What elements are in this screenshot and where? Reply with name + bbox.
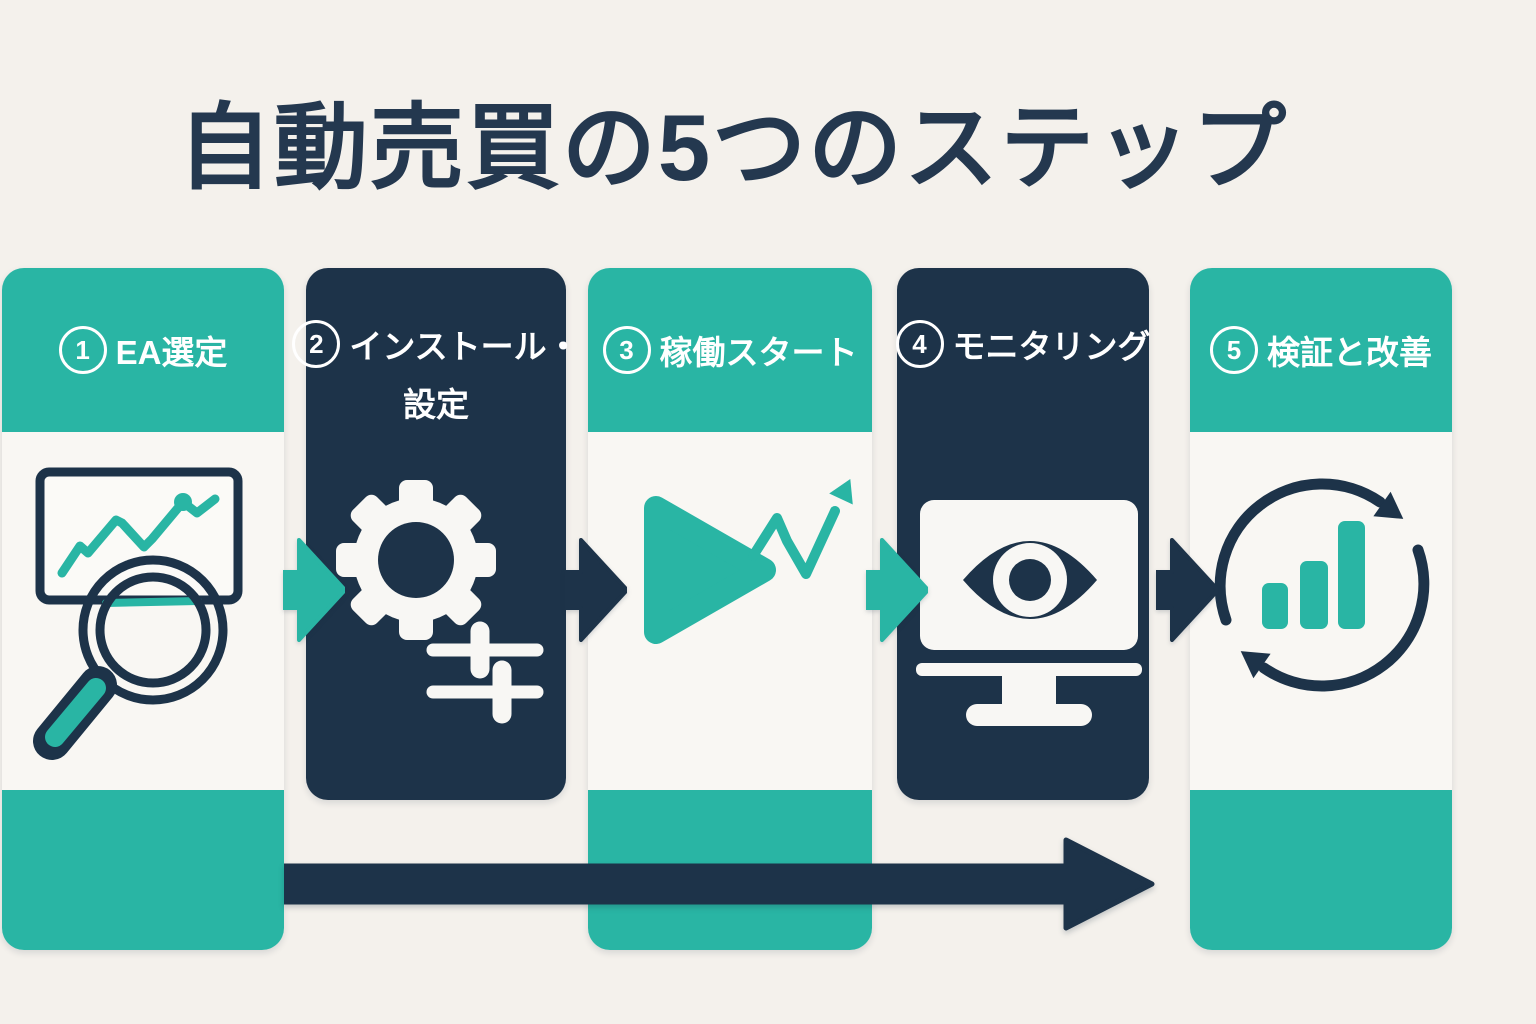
lens-chart-line xyxy=(102,597,202,607)
step-2-number: 2 xyxy=(309,329,324,359)
trend-arrowhead xyxy=(829,479,853,505)
refresh-arc-bottom xyxy=(1258,544,1430,692)
step-5-header: 5 検証と改善 xyxy=(1190,268,1452,432)
sliders xyxy=(426,621,544,724)
play-trend-icon xyxy=(644,479,853,644)
step-3-body xyxy=(588,432,872,790)
step-2-label: インストール・ xyxy=(349,328,580,365)
step-3-header: 3 稼働スタート xyxy=(588,268,872,432)
monitor-bottom-bar xyxy=(916,663,1142,676)
step-1-number-badge: 1 xyxy=(58,326,107,374)
refresh-arc-top xyxy=(1214,478,1386,626)
play-triangle xyxy=(644,496,776,644)
step-4-number: 4 xyxy=(912,329,927,359)
step-2-label-line2: 設定 xyxy=(403,386,469,423)
gear-hole xyxy=(378,522,454,598)
magnifier-inner-ring xyxy=(95,572,211,688)
monitor-stand xyxy=(1002,676,1056,708)
step-5-footer xyxy=(1190,790,1452,950)
step-1-footer xyxy=(2,790,284,950)
refresh-arrowhead-bottom xyxy=(1240,651,1271,679)
magnifier-outer-ring xyxy=(78,555,228,705)
trend-zigzag xyxy=(748,506,840,579)
step-card-1: 1 EA選定 xyxy=(2,268,284,950)
trend-dot xyxy=(174,493,192,511)
step-5-label: 検証と改善 xyxy=(1267,334,1432,371)
bar-chart xyxy=(1262,521,1365,629)
step-3-number: 3 xyxy=(619,335,634,365)
step-2-header: 2 インストール・ xyxy=(292,268,580,368)
step-4-number-badge: 4 xyxy=(895,320,944,368)
step-5-number: 5 xyxy=(1226,335,1242,365)
step-card-4: 4 モニタリング xyxy=(895,268,1151,800)
connector-arrow-3 xyxy=(866,538,928,642)
step-2-number-badge: 2 xyxy=(292,320,341,368)
connector-arrow-1 xyxy=(283,538,345,642)
connector-arrow-4 xyxy=(1156,538,1218,642)
step-card-2: 2 インストール・ 設定 xyxy=(292,268,580,800)
connector-arrow-2 xyxy=(565,538,627,642)
step-1-number: 1 xyxy=(75,335,90,365)
step-1-label: EA選定 xyxy=(115,334,228,371)
step-3-label: 稼働スタート xyxy=(659,334,858,371)
gear-sliders-icon xyxy=(336,480,544,724)
step-3-number-badge: 3 xyxy=(602,326,651,374)
refresh-arrowhead-top xyxy=(1373,491,1404,519)
refresh-bars-icon xyxy=(1214,478,1430,692)
page-title: 自動売買の5つのステップ xyxy=(177,95,1289,200)
monitor-base xyxy=(966,704,1092,726)
step-5-number-badge: 5 xyxy=(1210,326,1258,374)
step-card-3: 3 稼働スタート xyxy=(588,268,872,950)
step-4-label: モニタリング xyxy=(952,328,1151,365)
step-card-5: 5 検証と改善 xyxy=(1190,268,1452,950)
eye-pupil xyxy=(1009,559,1051,601)
step-4-header: 4 モニタリング xyxy=(895,268,1151,368)
magnifier-handle xyxy=(45,678,106,747)
step-5-body xyxy=(1190,432,1452,790)
monitor-eye-icon xyxy=(916,500,1142,726)
step-1-body xyxy=(2,432,284,790)
main-flow-arrow xyxy=(284,837,1155,931)
step-1-header: 1 EA選定 xyxy=(2,268,284,432)
chart-magnifier-icon xyxy=(33,467,243,760)
